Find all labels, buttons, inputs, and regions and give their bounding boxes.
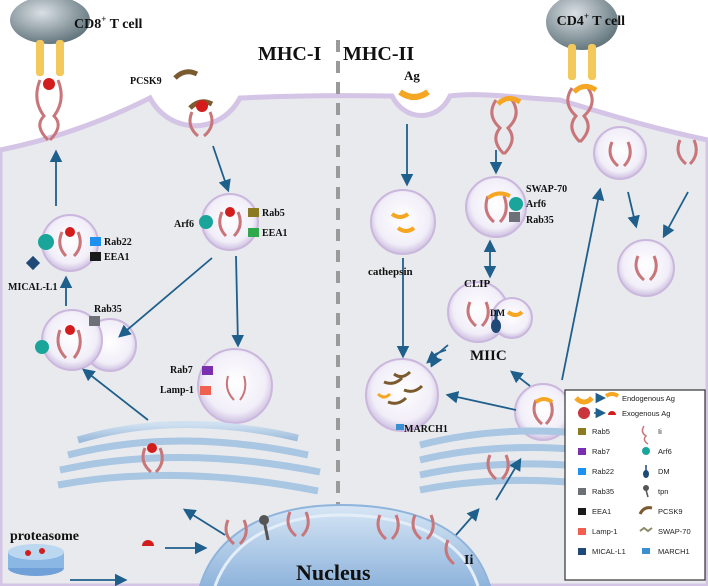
nucleus-label: Nucleus — [296, 560, 371, 585]
pathway-arrows — [49, 124, 689, 586]
dm-icon — [643, 465, 649, 478]
miic-label: MIIC — [470, 348, 507, 364]
proteasome-icon — [8, 544, 64, 576]
swap70-vesicle — [465, 176, 527, 238]
eea1-swatch — [578, 508, 586, 515]
legend-eea1: EEA1 — [592, 507, 611, 516]
lamp1-swatch — [578, 528, 586, 535]
rab35-right-label: Rab35 — [526, 215, 554, 226]
legend-exogenous: Exogenous Ag — [578, 407, 670, 419]
legend-rab22: Rab22 — [592, 467, 614, 476]
proteasome-peptide — [142, 540, 154, 546]
legend-dm: DM — [658, 467, 670, 476]
legend-endogenous-text: Endogenous Ag — [622, 394, 675, 403]
rab5-label: Rab5 — [262, 208, 285, 219]
clip-label: CLIP — [464, 278, 491, 290]
late-endosome-rab7 — [197, 348, 273, 424]
eea1-left-label: EEA1 — [104, 252, 130, 263]
exogenous-ag-surface — [398, 89, 430, 100]
march1-vesicle — [365, 358, 439, 432]
proteasome-label: proteasome — [10, 529, 79, 544]
pcsk9-label: PCSK9 — [130, 76, 162, 87]
mhc-ii-header: MHC-II — [343, 43, 414, 65]
rab7-swatch — [578, 448, 586, 455]
mical-label: MICAL-L1 — [8, 282, 57, 293]
rab22-label: Rab22 — [104, 237, 132, 248]
exogenous-ag-icon — [578, 407, 590, 419]
cd4-t-cell — [546, 0, 618, 80]
rab7-label: Rab7 — [170, 365, 193, 376]
rab5-swatch — [578, 428, 586, 435]
tpn-icon — [643, 485, 649, 498]
rab35-swatch — [578, 488, 586, 495]
endogenous-ag-icon — [574, 396, 594, 405]
mhc-near-nucleus-left — [224, 511, 310, 546]
legend-swap70: SWAP-70 — [658, 527, 691, 536]
free-mhc-ii-right — [676, 139, 698, 166]
mhc-i-surface — [35, 78, 63, 142]
mhc-ii-surface-1 — [490, 96, 522, 156]
cd8-t-cell — [10, 0, 90, 76]
legend-lamp1: Lamp-1 — [592, 527, 617, 536]
ii-icon — [641, 425, 649, 445]
legend-rab7: Rab7 — [592, 447, 610, 456]
rab22-swatch — [578, 468, 586, 475]
legend-endogenous: Endogenous Ag — [574, 392, 675, 405]
legend-arf6: Arf6 — [658, 447, 672, 456]
legend-mical: MICAL-L1 — [592, 547, 626, 556]
cd4-label: CD4+ T cell — [557, 11, 626, 29]
legend: Endogenous Ag Exogenous Ag Rab5 Rab7 Rab… — [564, 389, 706, 581]
cathepsin-label: cathepsin — [368, 266, 413, 278]
legend-tpn: tpn — [658, 487, 668, 496]
legend-march1: MARCH1 — [658, 547, 690, 556]
pcsk9-icon — [638, 506, 653, 515]
pcsk9-shape — [173, 69, 199, 80]
eea1-mid-label: EEA1 — [262, 228, 288, 239]
ii-label: Ii — [464, 553, 473, 568]
mhc-i-header: MHC-I — [258, 43, 322, 65]
swap70-icon — [639, 526, 653, 533]
legend-exogenous-text: Exogenous Ag — [622, 409, 670, 418]
cathepsin-vesicle — [370, 189, 436, 255]
recycling-endosome — [25, 214, 101, 272]
legend-pcsk9: PCSK9 — [658, 507, 683, 516]
endoplasmic-reticulum-left — [57, 421, 321, 495]
swap70-label: SWAP-70 — [526, 184, 567, 195]
arf6-icon — [642, 447, 650, 455]
early-endosome-mhc-i — [199, 193, 259, 251]
recycling-vesicle-right-2 — [617, 239, 675, 297]
cd8-label: CD8+ T cell — [74, 14, 143, 32]
legend-ii: Ii — [658, 427, 662, 436]
arf6-right-label: Arf6 — [526, 199, 546, 210]
nucleus — [198, 503, 492, 586]
mhc-near-nucleus-right — [376, 514, 456, 566]
pcsk9-mhc-complex — [188, 99, 214, 138]
lamp1-label: Lamp-1 — [160, 385, 194, 396]
arf6-left-label: Arf6 — [174, 219, 194, 230]
mical-swatch — [578, 548, 586, 555]
march1-icon — [642, 548, 650, 554]
mhc-ii-surface-2 — [566, 84, 598, 144]
ag-label: Ag — [404, 68, 420, 83]
recycling-vesicle-right-1 — [593, 126, 647, 180]
legend-rab5: Rab5 — [592, 427, 610, 436]
dm-label: DM — [490, 308, 505, 318]
march1-label: MARCH1 — [404, 424, 448, 435]
miic-compartment — [447, 281, 533, 343]
rab35-left-label: Rab35 — [94, 304, 122, 315]
legend-rab35: Rab35 — [592, 487, 614, 496]
